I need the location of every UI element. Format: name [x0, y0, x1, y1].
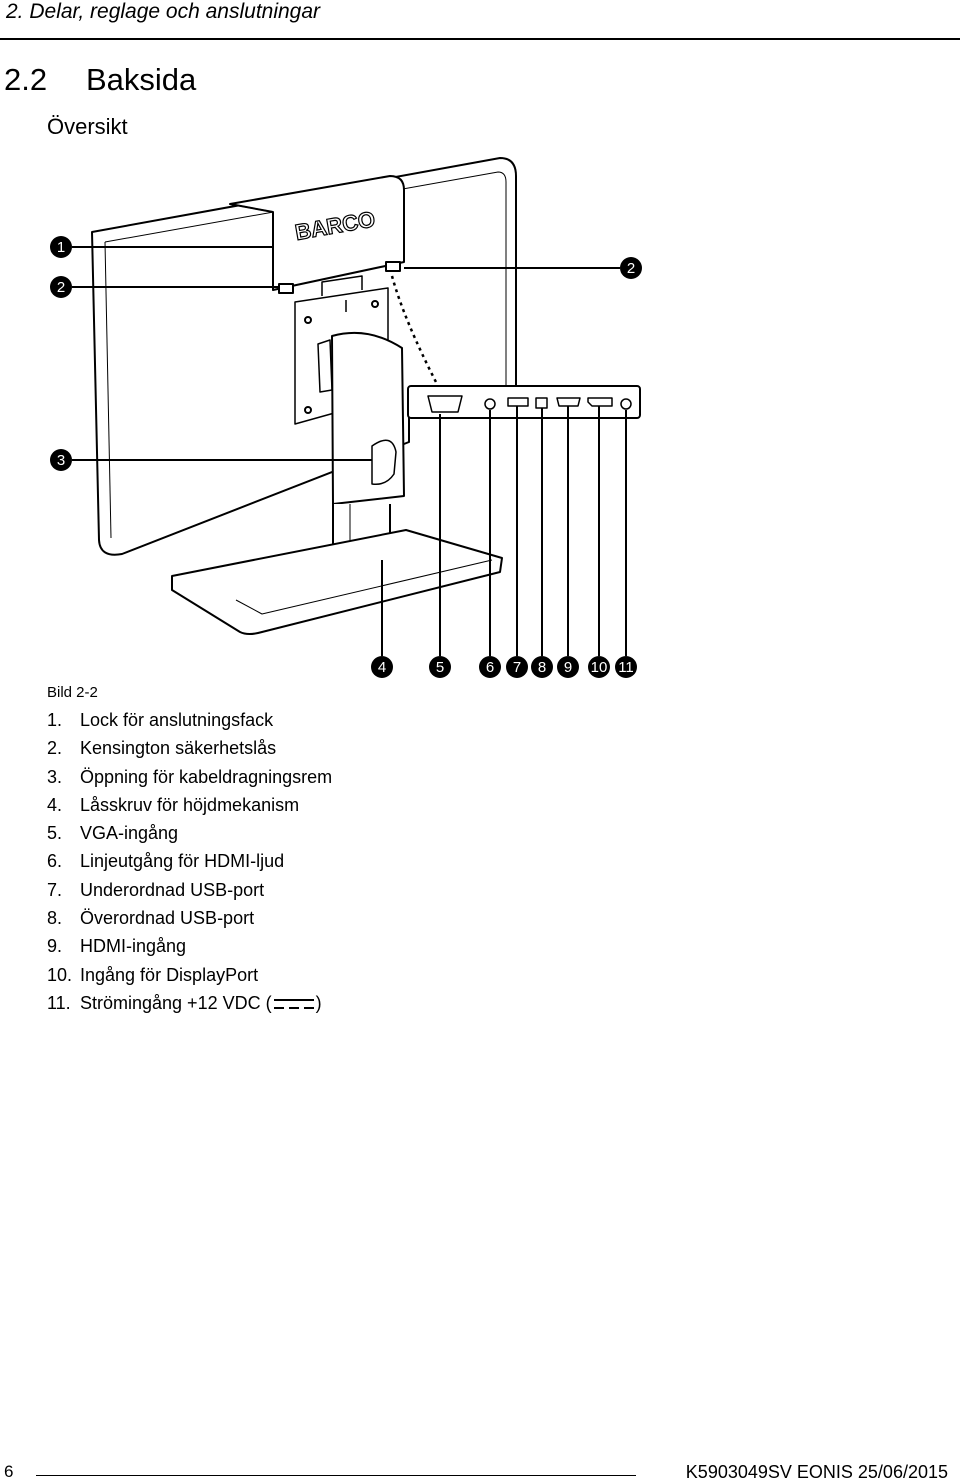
- stand-column: [331, 331, 405, 505]
- callout-badge-4: 4: [371, 656, 393, 678]
- power-input-port: [620, 398, 632, 410]
- legend-list: 1.Lock för anslutningsfack 2.Kensington …: [47, 706, 332, 1017]
- callout-badge-1: 1: [50, 236, 72, 258]
- stand-base: [171, 529, 503, 635]
- subsection-title: Översikt: [47, 114, 128, 139]
- svg-text:6: 6: [486, 659, 494, 676]
- figure-caption: Bild 2-2: [47, 684, 98, 701]
- kensington-slot-right: [385, 261, 401, 272]
- hdmi-port: [556, 397, 581, 407]
- legend-item: 11.Strömingång +12 VDC (): [47, 992, 322, 1013]
- cable-strap-opening: [371, 439, 397, 486]
- header-rule: [0, 38, 960, 40]
- footer-rule: [36, 1475, 636, 1476]
- svg-text:10: 10: [591, 659, 608, 676]
- svg-text:9: 9: [564, 659, 572, 676]
- legend-item: 1.Lock för anslutningsfack: [47, 710, 274, 730]
- callout-badge-10: 10: [588, 656, 610, 678]
- section-number: 2.2: [4, 62, 48, 97]
- kensington-slot-left: [278, 283, 294, 294]
- page-number: 6: [4, 1462, 14, 1481]
- audio-out-port: [484, 398, 496, 410]
- callout-badge-6: 6: [479, 656, 501, 678]
- svg-text:11: 11: [618, 659, 634, 676]
- legend-item: 7.Underordnad USB-port: [47, 879, 265, 900]
- callout-badge-2-right: 2: [620, 257, 642, 279]
- callout-badge-2-left: 2: [50, 276, 72, 298]
- svg-text:3: 3: [57, 452, 65, 469]
- document-id: K5903049SV EONIS 25/06/2015: [685, 1462, 948, 1482]
- svg-text:7: 7: [513, 659, 521, 676]
- monitor-rear-illustration: BARCO 1 2 3 2 4 5 6: [50, 157, 642, 678]
- legend-item: 9.HDMI-ingång: [47, 936, 187, 957]
- svg-text:1: 1: [57, 239, 65, 256]
- monitor-housing-inner: [104, 171, 507, 390]
- svg-text:4: 4: [378, 659, 386, 676]
- svg-text:5: 5: [436, 659, 444, 676]
- svg-text:2: 2: [57, 279, 65, 296]
- legend-item: 2.Kensington säkerhetslås: [47, 738, 277, 759]
- legend-item: 6.Linjeutgång för HDMI-ljud: [47, 851, 285, 872]
- callout-badge-8: 8: [531, 656, 553, 678]
- section-title: Baksida: [86, 62, 197, 97]
- legend-item: 4.Låsskruv för höjdmekanism: [47, 794, 300, 815]
- callout-badge-11: 11: [615, 656, 637, 678]
- connector-cover: [229, 175, 405, 291]
- legend-item: 3.Öppning för kabeldragningsrem: [47, 766, 333, 787]
- connector-panel: [407, 385, 641, 419]
- callout-badge-7: 7: [506, 656, 528, 678]
- legend-item: 5.VGA-ingång: [47, 823, 179, 844]
- section-heading: 2.2 Baksida: [4, 62, 196, 98]
- svg-text:2: 2: [627, 260, 635, 277]
- chapter-title: 2. Delar, reglage och anslutningar: [6, 0, 321, 23]
- vga-port: [427, 395, 463, 413]
- svg-text:8: 8: [538, 659, 546, 676]
- legend-item: 8.Överordnad USB-port: [47, 908, 255, 929]
- callout-badge-9: 9: [557, 656, 579, 678]
- callout-badge-3: 3: [50, 449, 72, 471]
- callout-badge-5: 5: [429, 656, 451, 678]
- legend-item: 10.Ingång för DisplayPort: [47, 964, 259, 985]
- displayport-port: [587, 397, 613, 407]
- dc-power-icon: [273, 999, 314, 1010]
